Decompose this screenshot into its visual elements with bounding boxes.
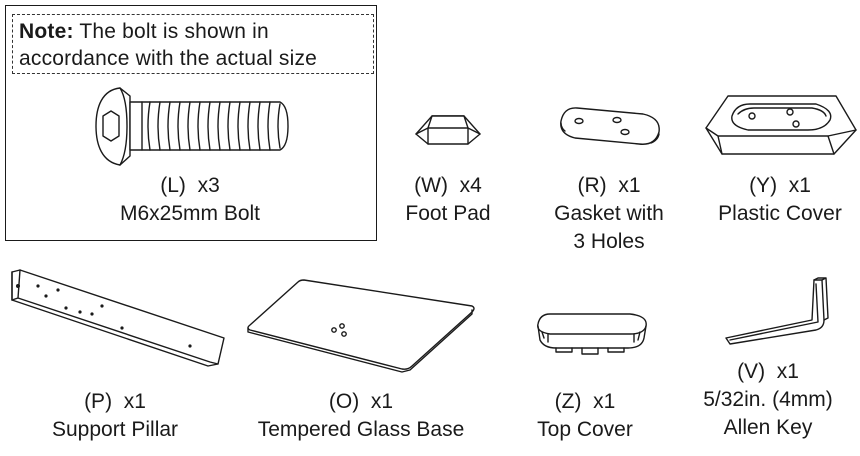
bolt-icon xyxy=(95,87,289,166)
note-label: Note: xyxy=(19,20,74,43)
caption-O: (O) x1 Tempered Glass Base xyxy=(236,388,486,444)
part-code: (Y) xyxy=(749,174,778,197)
caption-R: (R) x1 Gasket with 3 Holes xyxy=(532,172,686,256)
caption-L: (L) x3 M6x25mm Bolt xyxy=(80,172,300,228)
part-qty: x1 xyxy=(618,174,641,197)
part-qty: x1 xyxy=(123,390,146,413)
part-name: 5/32in. (4mm) xyxy=(703,388,833,411)
caption-V: (V) x1 5/32in. (4mm) Allen Key xyxy=(680,358,856,442)
part-qty: x3 xyxy=(197,174,220,197)
part-qty: x1 xyxy=(593,390,616,413)
part-name: Allen Key xyxy=(723,416,813,439)
note-line2: accordance with the actual size xyxy=(19,47,318,70)
top-cover-icon xyxy=(537,313,647,355)
part-qty: x1 xyxy=(776,360,799,383)
part-code: (L) xyxy=(160,174,186,197)
note-box: Note: The bolt is shown in accordance wi… xyxy=(12,14,374,74)
part-name: Gasket with xyxy=(554,202,664,225)
bolt-box xyxy=(5,5,377,241)
part-name: Plastic Cover xyxy=(718,202,842,225)
caption-P: (P) x1 Support Pillar xyxy=(20,388,210,444)
part-name: M6x25mm Bolt xyxy=(119,202,261,225)
note-text: Note: The bolt is shown in accordance wi… xyxy=(19,18,367,72)
caption-W: (W) x4 Foot Pad xyxy=(380,172,516,228)
part-code: (Z) xyxy=(554,390,582,413)
plastic-cover-icon xyxy=(705,95,857,155)
part-name: Support Pillar xyxy=(51,418,179,441)
part-name: Foot Pad xyxy=(405,202,491,225)
caption-Z: (Z) x1 Top Cover xyxy=(510,388,660,444)
part-code: (W) xyxy=(414,174,448,197)
note-line1: The bolt is shown in xyxy=(73,20,269,43)
support-pillar-icon xyxy=(11,269,225,367)
glass-base-icon xyxy=(247,279,475,373)
part-code: (P) xyxy=(84,390,113,413)
part-name: 3 Holes xyxy=(573,230,645,253)
caption-Y: (Y) x1 Plastic Cover xyxy=(700,172,860,228)
part-code: (O) xyxy=(328,390,360,413)
part-qty: x4 xyxy=(459,174,482,197)
part-code: (V) xyxy=(737,360,766,383)
part-qty: x1 xyxy=(788,174,811,197)
allen-key-icon xyxy=(725,277,829,345)
foot-pad-icon xyxy=(415,115,481,145)
part-code: (R) xyxy=(577,174,607,197)
part-name: Top Cover xyxy=(537,418,633,441)
part-name: Tempered Glass Base xyxy=(257,418,465,441)
gasket-icon xyxy=(560,107,660,145)
part-qty: x1 xyxy=(370,390,394,413)
